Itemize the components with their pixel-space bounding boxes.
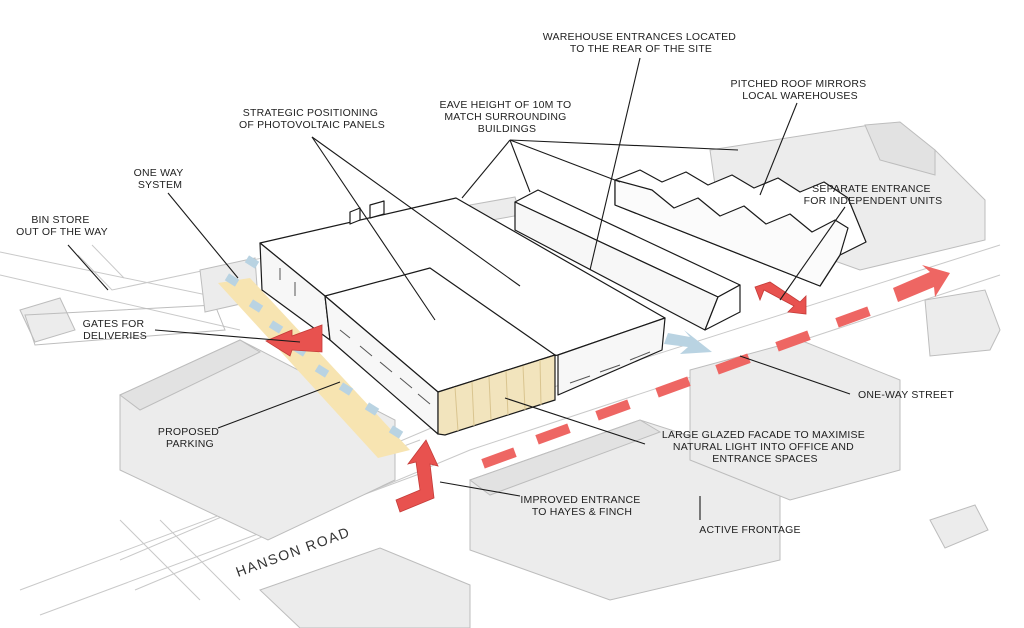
rear-warehouses: [514, 169, 867, 331]
label-eave-height: EAVE HEIGHT OF 10M TO MATCH SURROUNDING …: [440, 99, 575, 135]
one-way-arrow-blue: [664, 330, 712, 354]
context-building-left: [119, 339, 396, 541]
entrance-arrows: [265, 281, 807, 513]
leader-warehouse-entrances: [589, 57, 641, 271]
warehouse-long-end: [704, 284, 741, 331]
leader-eave-4: [509, 139, 739, 151]
glazed-facade: [437, 354, 556, 436]
label-improved-entrance: IMPROVED ENTRANCE TO HAYES & FINCH: [520, 494, 643, 518]
roof-vents: [349, 200, 385, 225]
context-building-bottom-left: [259, 547, 471, 628]
one-way-street-arrow-head: [893, 265, 950, 302]
leader-one-way-system: [167, 192, 239, 279]
context-layer: [0, 121, 1001, 628]
leader-eave-3: [509, 139, 621, 183]
improved-entrance-arrow: [395, 439, 439, 513]
leader-pv-2: [311, 136, 521, 287]
main-right-facade: [557, 317, 666, 396]
leader-gates: [154, 329, 301, 343]
context-building-far-right: [924, 289, 1001, 357]
label-photovoltaic: STRATEGIC POSITIONING OF PHOTOVOLTAIC PA…: [239, 107, 385, 131]
label-one-way-street: ONE-WAY STREET: [858, 389, 954, 401]
context-building-left-roof: [119, 339, 262, 411]
road-edge: [119, 519, 241, 601]
annotation-labels: BIN STORE OUT OF THE WAY ONE WAY SYSTEM …: [16, 31, 954, 580]
parking-and-routes: [218, 247, 950, 469]
leader-separate-entrance: [779, 206, 846, 301]
label-glazed-facade: LARGE GLAZED FACADE TO MAXIMISE NATURAL …: [662, 429, 868, 465]
pitched-roof-warehouse-side: [614, 179, 849, 287]
leader-one-way-street: [739, 355, 851, 395]
leader-parking: [217, 381, 341, 429]
leader-eave-2: [509, 139, 531, 193]
leader-bin-store: [67, 244, 109, 291]
one-way-street-dashes: [481, 306, 871, 469]
context-building-top-right-roof: [864, 121, 936, 176]
leader-glazed-facade: [504, 397, 646, 445]
gates-arrow: [265, 324, 323, 357]
label-pitched-roof: PITCHED ROOF MIRRORS LOCAL WAREHOUSES: [731, 78, 870, 102]
context-building-small-br: [929, 504, 989, 549]
label-separate-entrance: SEPARATE ENTRANCE FOR INDEPENDENT UNITS: [804, 183, 943, 207]
glazing-mullions: [454, 359, 542, 432]
context-building-small: [19, 297, 76, 343]
leader-pv-1: [311, 136, 436, 321]
proposed-parking-strip: [218, 278, 410, 458]
main-building: [259, 197, 666, 436]
label-warehouse-entrances: WAREHOUSE ENTRANCES LOCATED TO THE REAR …: [543, 31, 739, 55]
label-one-way-system: ONE WAY SYSTEM: [134, 167, 187, 191]
label-bin-store: BIN STORE OUT OF THE WAY: [16, 214, 108, 238]
leader-lines: [67, 57, 851, 520]
label-proposed-parking: PROPOSED PARKING: [158, 426, 222, 450]
separate-entrance-arrow: [754, 281, 807, 315]
label-gates: GATES FOR DELIVERIES: [83, 318, 148, 342]
label-active-frontage: ACTIVE FRONTAGE: [699, 524, 800, 536]
leader-improved-entrance: [439, 481, 521, 497]
context-fence: [24, 304, 226, 346]
leader-pitched-roof: [759, 102, 798, 196]
facade-windows: [279, 268, 651, 405]
leader-eave-1: [461, 139, 511, 199]
